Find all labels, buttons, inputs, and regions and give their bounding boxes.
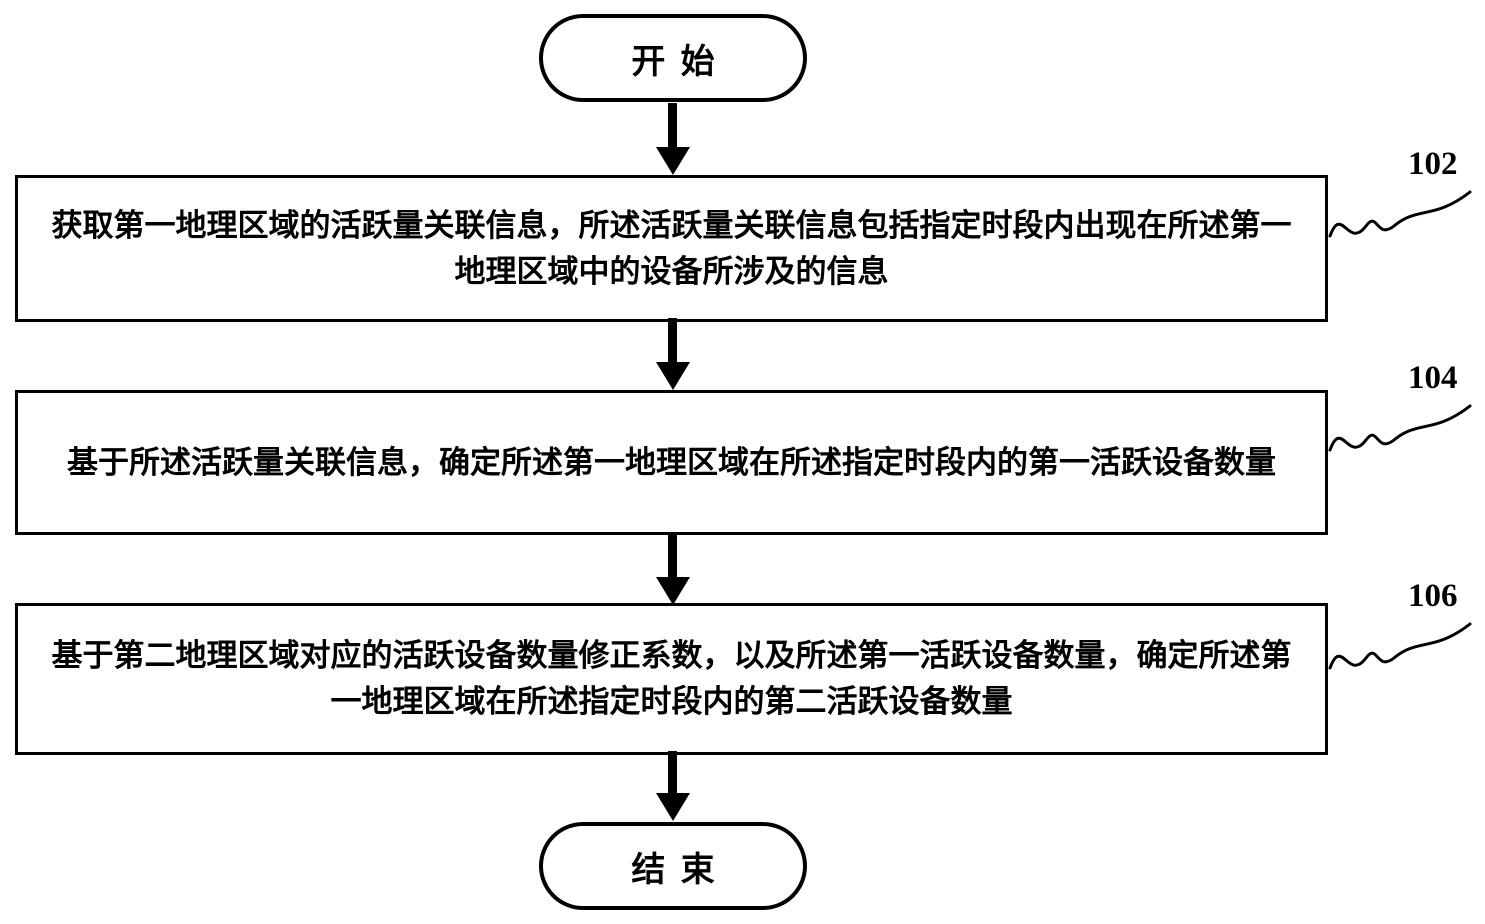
leader-line-icon (1328, 190, 1472, 238)
process-box-104-text: 基于所述活跃量关联信息，确定所述第一地理区域在所述指定时段内的第一活跃设备数量 (67, 444, 1276, 480)
process-box-102-text: 获取第一地理区域的活跃量关联信息，所述活跃量关联信息包括指定时段内出现在所述第一… (51, 207, 1292, 289)
process-box-106-text: 基于第二地理区域对应的活跃设备数量修正系数，以及所述第一活跃设备数量，确定所述第… (51, 638, 1292, 719)
leader-line-icon (1328, 404, 1472, 452)
connector-arrow-1 (668, 103, 677, 147)
reference-104: 104 (1328, 360, 1480, 470)
start-node-label: 开始 (631, 43, 730, 81)
start-node: 开始 (539, 14, 807, 102)
reference-106: 106 (1328, 578, 1480, 688)
reference-106-number: 106 (1408, 578, 1458, 614)
process-box-104: 基于所述活跃量关联信息，确定所述第一地理区域在所述指定时段内的第一活跃设备数量 (15, 390, 1328, 535)
process-box-102: 获取第一地理区域的活跃量关联信息，所述活跃量关联信息包括指定时段内出现在所述第一… (15, 175, 1328, 322)
reference-102: 102 (1328, 146, 1480, 256)
connector-arrow-2 (668, 318, 677, 362)
leader-line-icon (1328, 622, 1472, 670)
end-node-label: 结束 (631, 851, 730, 889)
process-box-106: 基于第二地理区域对应的活跃设备数量修正系数，以及所述第一活跃设备数量，确定所述第… (15, 603, 1328, 755)
reference-104-number: 104 (1408, 360, 1458, 396)
reference-102-number: 102 (1408, 146, 1458, 182)
connector-arrow-3 (668, 533, 677, 577)
connector-arrow-4 (668, 751, 677, 793)
end-node: 结束 (539, 822, 807, 910)
